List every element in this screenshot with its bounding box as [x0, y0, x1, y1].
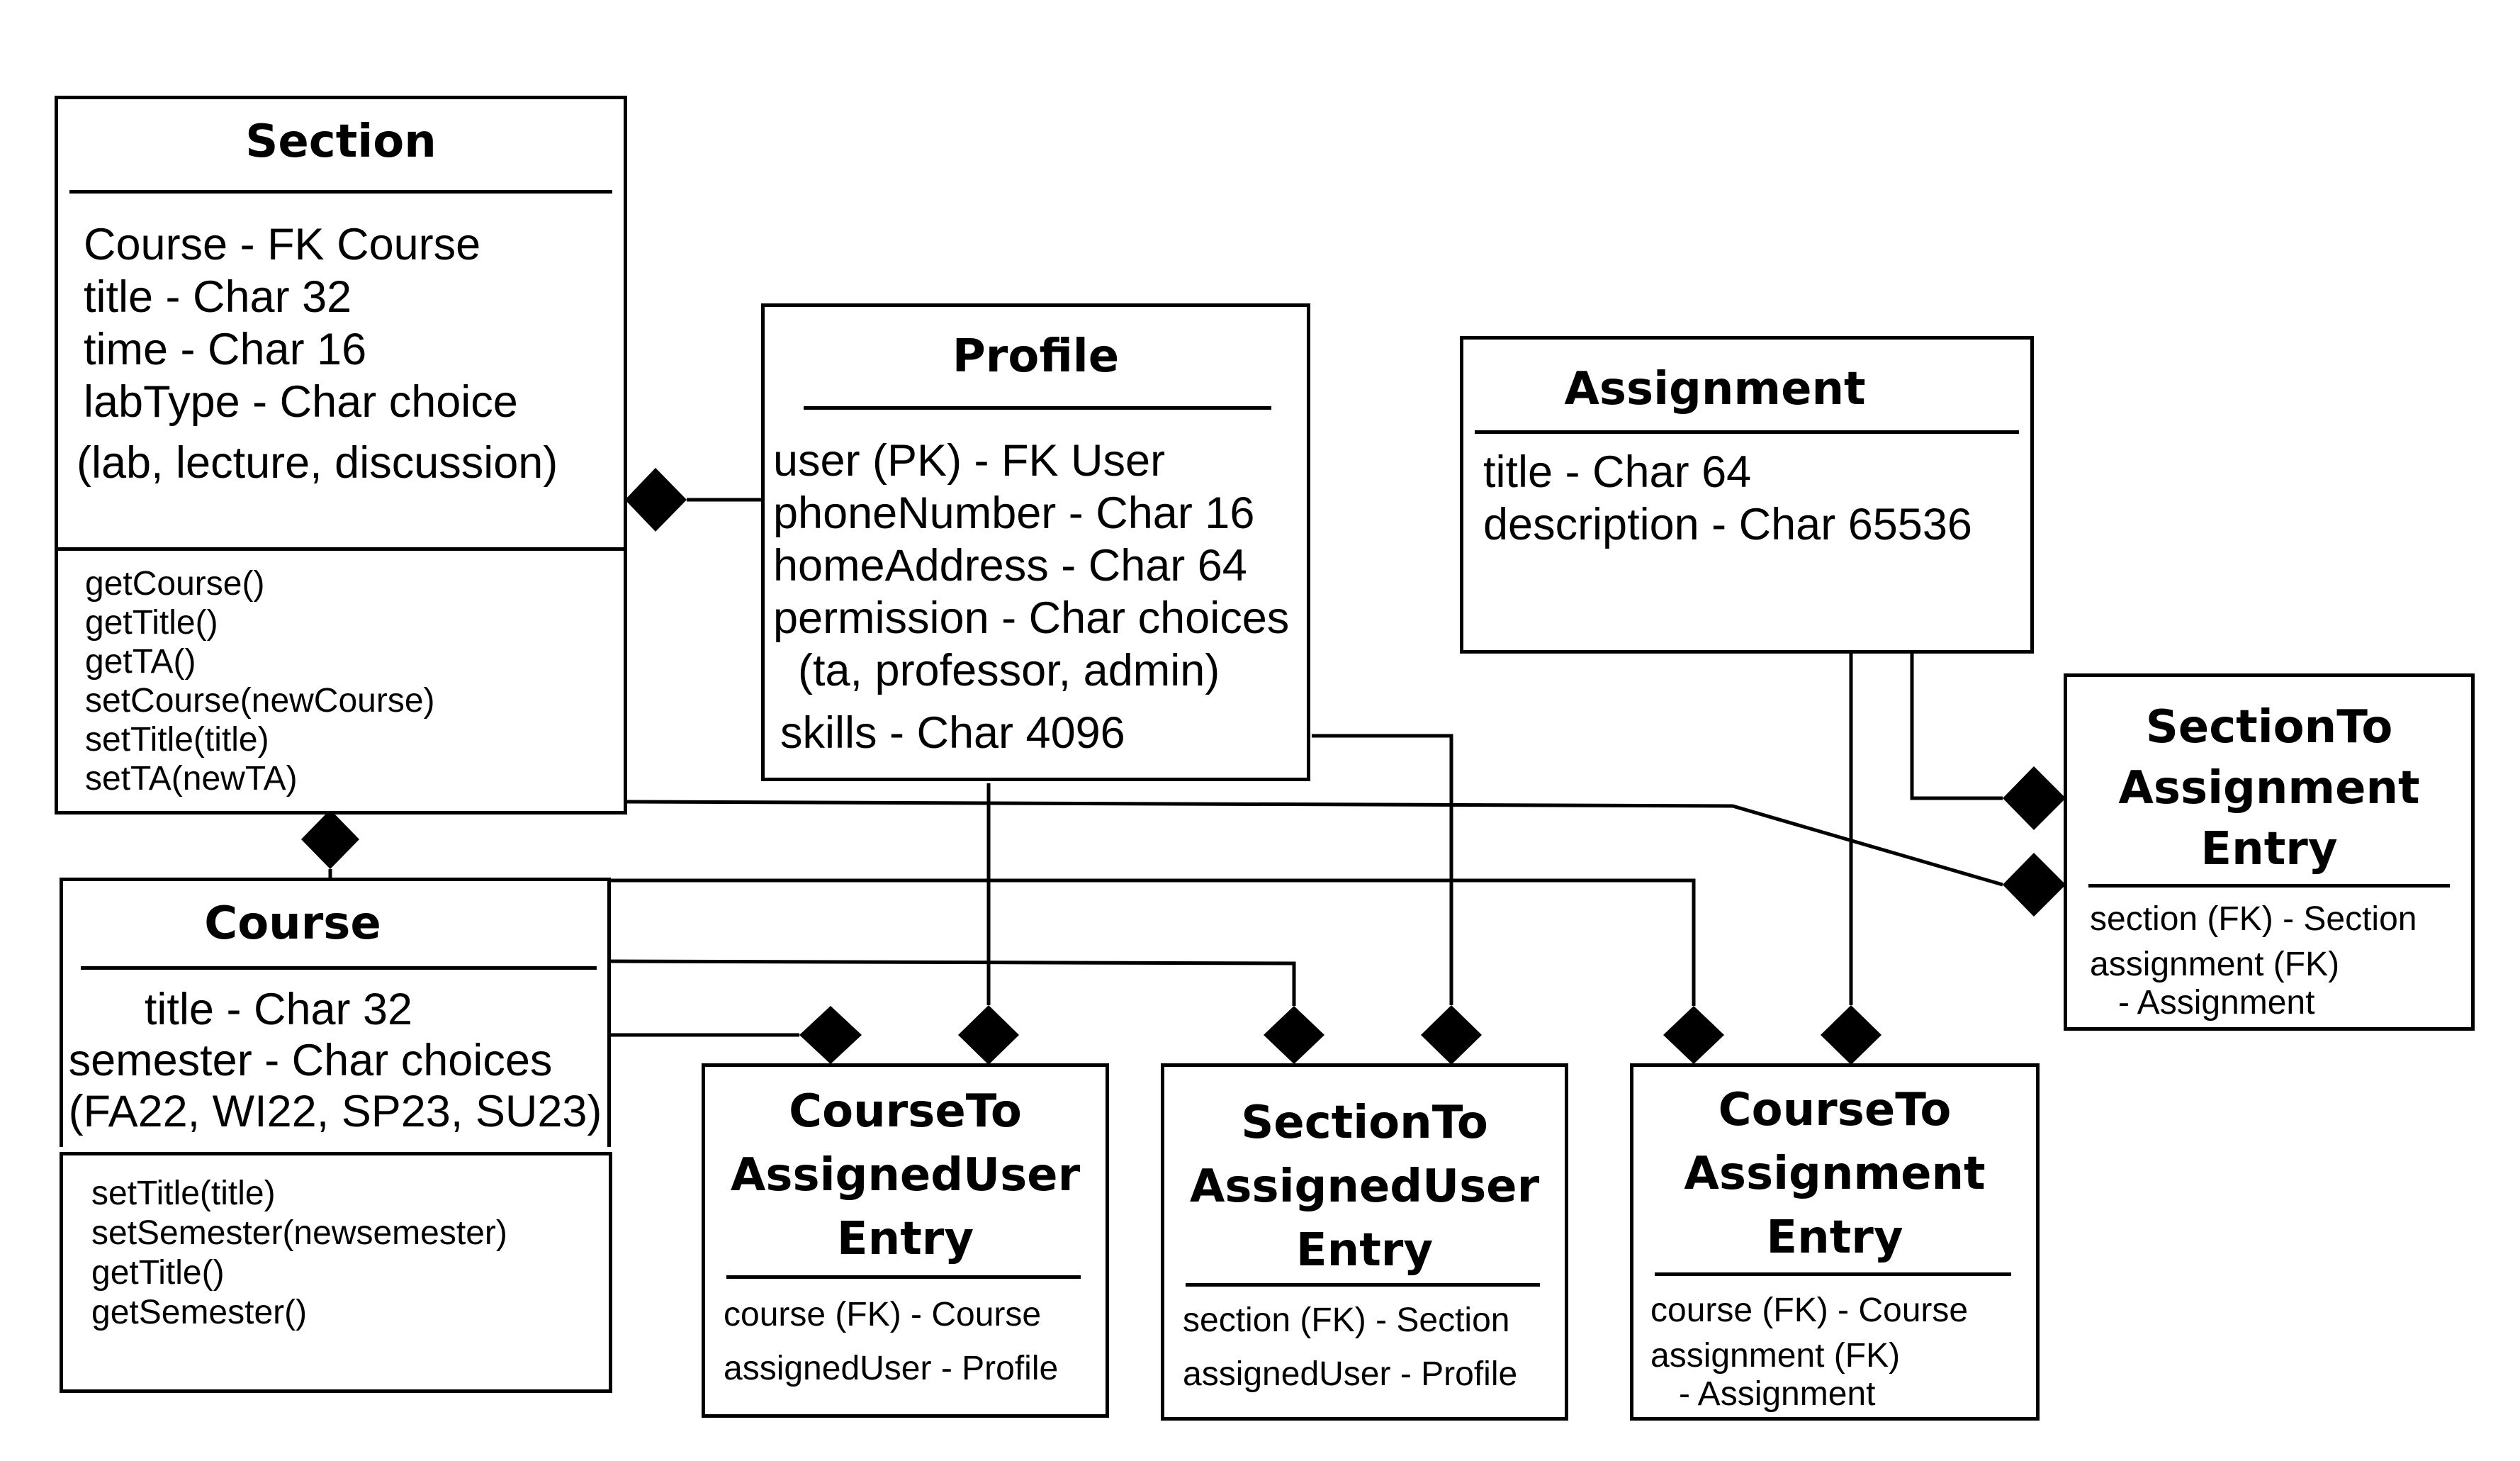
attribute-list: section (FK) - Section assignedUser - Pr…	[1183, 1294, 1517, 1401]
method: setSemester(newsemester)	[91, 1214, 507, 1252]
composition-diamond-sectiontoassigneduser-profile	[1421, 1005, 1482, 1065]
method: setTitle(title)	[91, 1175, 276, 1212]
method: getTA()	[85, 643, 196, 681]
composition-diamond-section-course	[301, 810, 359, 869]
method-list: getCourse() getTitle() getTA() setCourse…	[85, 564, 435, 798]
composition-diamond-coursetoassigneduser-profile	[958, 1005, 1019, 1065]
class-assignment: Assignment title - Char 64 description -…	[1460, 336, 2034, 654]
title-divider	[1186, 1283, 1540, 1287]
attribute-list: title - Char 64 description - Char 65536	[1483, 446, 1972, 551]
class-name: Section	[245, 116, 437, 168]
class-name: Course	[204, 897, 381, 950]
attribute: (ta, professor, admin)	[773, 646, 1220, 695]
attribute: labType - Char choice	[84, 377, 518, 427]
class-course-methods: setTitle(title) setSemester(newsemester)…	[60, 1152, 612, 1393]
title-divider	[1475, 430, 2019, 434]
class-course: Course title - Char 32 semester - Char c…	[60, 878, 611, 1147]
class-name: SectionTo Assignment Entry	[2118, 701, 2420, 875]
attribute: Course - FK Course	[84, 220, 481, 269]
attribute: - Assignment	[1650, 1375, 1876, 1413]
attribute: title - Char 64	[1483, 447, 1752, 497]
title-divider	[81, 966, 597, 970]
class-name: CourseTo Assignment Entry	[1684, 1084, 1986, 1264]
class-course-to-assigned-user-entry: CourseTo AssignedUser Entry course (FK) …	[702, 1063, 1109, 1418]
class-section-to-assignment-entry: SectionTo Assignment Entry section (FK) …	[2064, 673, 2475, 1031]
composition-diamond-section-profile	[625, 468, 687, 532]
title-divider	[804, 406, 1271, 410]
attribute-list: user (PK) - FK User phoneNumber - Char 1…	[773, 435, 1289, 759]
attribute: title - Char 32	[84, 272, 352, 322]
connector-course-coursetoassignment	[608, 878, 1696, 1006]
connector-course-sectiontoassigneduser	[607, 959, 1296, 1006]
method: getCourse()	[85, 565, 265, 603]
composition-diamond-coursetoassigneduser-course	[799, 1006, 862, 1064]
attribute-list: course (FK) - Course assignedUser - Prof…	[724, 1288, 1058, 1396]
attribute: section (FK) - Section	[1183, 1302, 1510, 1339]
attribute: assignedUser - Profile	[724, 1350, 1059, 1387]
attribute: course (FK) - Course	[1650, 1292, 1969, 1329]
title-divider	[1655, 1272, 2011, 1276]
method: setTitle(title)	[85, 721, 269, 759]
attribute: - Assignment	[2090, 984, 2315, 1021]
attribute: user (PK) - FK User	[773, 436, 1166, 486]
connector-profile-sectiontoassigneduser	[1312, 734, 1453, 1005]
composition-diamond-coursetoassignment-course	[1663, 1006, 1724, 1064]
attribute: homeAddress - Char 64	[773, 541, 1247, 590]
attribute: assignment (FK)	[2090, 946, 2340, 983]
attribute: course (FK) - Course	[724, 1296, 1042, 1333]
connector-assignment-sectiontoassignment	[1910, 653, 2003, 800]
attribute: section (FK) - Section	[2090, 900, 2417, 938]
method-list: setTitle(title) setSemester(newsemester)…	[91, 1174, 507, 1333]
class-name: SectionTo AssignedUser Entry	[1189, 1097, 1540, 1277]
class-name: Assignment	[1564, 363, 1866, 415]
attribute: semester - Char choices	[68, 1036, 553, 1085]
method: setCourse(newCourse)	[85, 682, 435, 720]
composition-diamond-sectiontoassigneduser-section	[1264, 1006, 1324, 1064]
connector-section-sectiontoassignment	[626, 800, 2003, 887]
method: getTitle()	[85, 604, 218, 642]
attribute: assignment (FK)	[1650, 1337, 1901, 1375]
title-divider	[726, 1275, 1081, 1279]
attribute: (FA22, WI22, SP23, SU23)	[68, 1087, 602, 1136]
title-divider	[69, 190, 612, 194]
method: getTitle()	[91, 1254, 225, 1292]
class-course-to-assignment-entry: CourseTo Assignment Entry course (FK) - …	[1630, 1063, 2040, 1421]
method: setTA(newTA)	[85, 760, 298, 797]
class-profile: Profile user (PK) - FK User phoneNumber …	[761, 303, 1310, 781]
class-name: CourseTo AssignedUser Entry	[730, 1085, 1081, 1265]
composition-diamond-sectiontoassignment-section	[2003, 853, 2066, 917]
attribute: title - Char 32	[144, 985, 413, 1034]
attribute: (lab, lecture, discussion)	[77, 438, 558, 488]
class-section: Section Course - FK Course title - Char …	[55, 96, 627, 815]
attribute-list: title - Char 32 semester - Char choices …	[63, 984, 607, 1137]
composition-diamond-coursetoassignment-assignment	[1821, 1005, 1881, 1065]
attribute-list: course (FK) - Course assignment (FK) - A…	[1650, 1288, 1968, 1417]
attribute: description - Char 65536	[1483, 500, 1972, 549]
class-name: Profile	[952, 330, 1120, 383]
attribute: permission - Char choices	[773, 593, 1290, 643]
compartment-divider	[55, 547, 627, 551]
attribute: skills - Char 4096	[780, 708, 1125, 758]
attribute-list: Course - FK Course title - Char 32 time …	[77, 218, 558, 489]
attribute-list: section (FK) - Section assignment (FK) -…	[2090, 897, 2417, 1026]
attribute: assignedUser - Profile	[1183, 1355, 1518, 1393]
attribute: phoneNumber - Char 16	[773, 488, 1255, 538]
class-section-to-assigned-user-entry: SectionTo AssignedUser Entry section (FK…	[1161, 1063, 1568, 1421]
composition-diamond-sectiontoassignment-assignment	[2003, 766, 2066, 830]
attribute: time - Char 16	[84, 325, 367, 374]
title-divider	[2088, 884, 2450, 888]
method: getSemester()	[91, 1294, 308, 1331]
